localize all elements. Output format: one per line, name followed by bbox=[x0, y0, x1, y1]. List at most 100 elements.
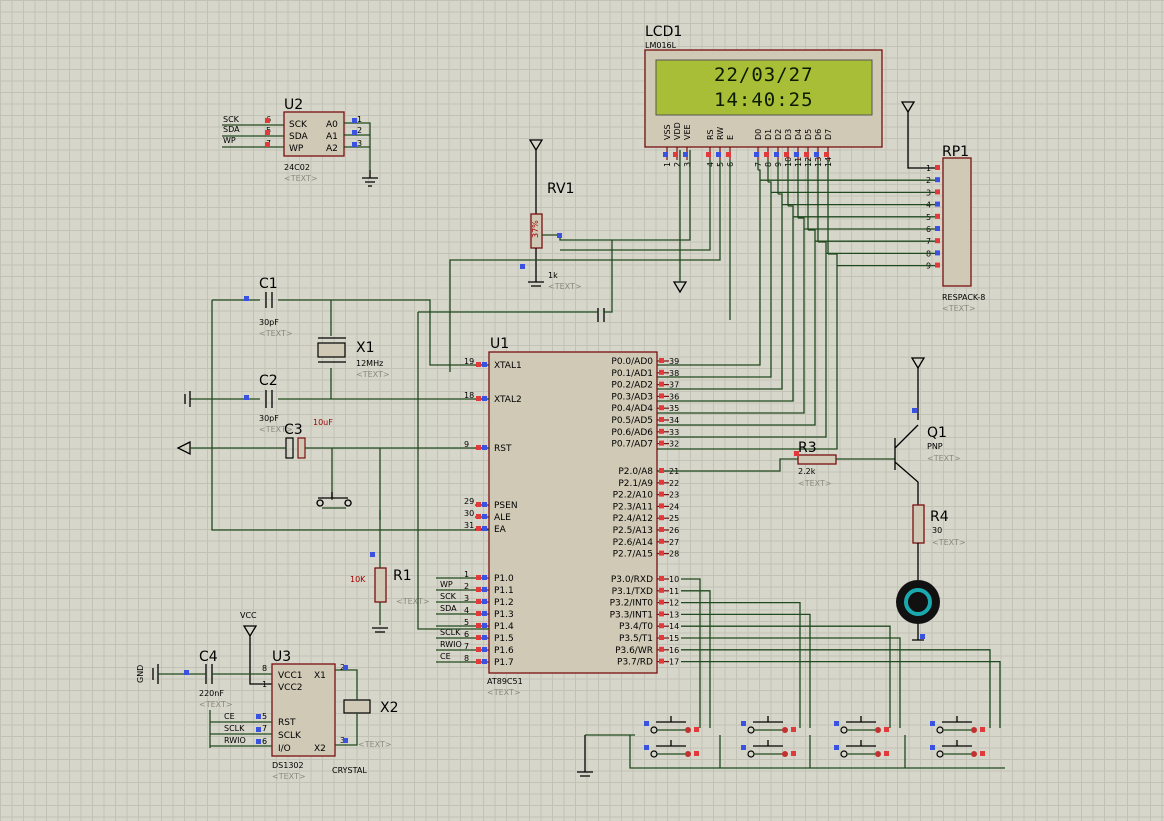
key-button-1-2[interactable] bbox=[747, 716, 788, 734]
vcc-arrow-icon bbox=[242, 625, 272, 685]
r1-ref: R1 bbox=[393, 568, 412, 584]
potentiometer-rv1[interactable]: RV1 37% 1k <TEXT> bbox=[528, 139, 691, 291]
r1-ground-icon bbox=[372, 627, 388, 633]
u3-num-5: 5 bbox=[262, 712, 267, 721]
rtc-u3[interactable]: VCC U3 VCC1 VCC2 RST SCLK I/O X1 X2 DS13… bbox=[136, 611, 399, 781]
rp1-pin-marker bbox=[935, 226, 940, 231]
rp1-pin-marker bbox=[935, 262, 940, 268]
x1-crystal-icon bbox=[317, 342, 346, 358]
r3-ref: R3 bbox=[798, 440, 817, 456]
u1-pin-name: P3.4/T0 bbox=[619, 622, 653, 632]
u1-pin-name: P2.1/A9 bbox=[618, 479, 653, 489]
u3-pin-rst: RST bbox=[278, 718, 296, 728]
clock-circuit[interactable]: C1 30pF <TEXT> C2 30pF <TEXT> X1 12MHz <… bbox=[176, 276, 489, 633]
eeprom-u2[interactable]: U2 SCK SDA WP A0 A1 A2 24C02 <TEXT> SCK … bbox=[222, 97, 378, 187]
lcd-pin-marker bbox=[804, 152, 809, 157]
u1-right-marker bbox=[659, 611, 664, 617]
data-bus-wires bbox=[449, 160, 935, 450]
lcd-pin-d7: D7 bbox=[824, 129, 833, 140]
u3-num-3: 3 bbox=[340, 736, 345, 745]
q1-transistor-icon bbox=[894, 357, 926, 505]
keypad-buttons[interactable] bbox=[650, 716, 977, 758]
rp1-ref: RP1 bbox=[942, 144, 969, 160]
key-button-1-4[interactable] bbox=[936, 716, 977, 734]
u3-pin-io: I/O bbox=[278, 744, 291, 754]
u1-right-marker bbox=[659, 417, 664, 422]
key-button-2-3[interactable] bbox=[840, 740, 881, 758]
u1-pin-name: P1.2 bbox=[494, 598, 514, 608]
u1-right-marker bbox=[659, 428, 664, 434]
key-button-1-1[interactable] bbox=[650, 716, 691, 734]
u1-left-marker bbox=[476, 396, 481, 401]
pin-marker bbox=[352, 130, 357, 135]
lcd-pin-marker bbox=[774, 152, 779, 157]
u3-num-8: 8 bbox=[262, 664, 267, 673]
u1-left-marker bbox=[476, 647, 481, 652]
u1-pin-name: P1.1 bbox=[494, 586, 514, 596]
u1-left-marker bbox=[476, 623, 481, 628]
key-marker bbox=[791, 727, 796, 732]
u1-left-marker bbox=[482, 635, 487, 640]
lcd-pin-marker bbox=[706, 152, 711, 157]
rv1-text-placeholder: <TEXT> bbox=[548, 282, 582, 291]
u3-pin-vcc2: VCC2 bbox=[278, 683, 302, 693]
u1-left-marker bbox=[476, 635, 481, 640]
u1-pin-name: P3.3/INT1 bbox=[610, 610, 653, 620]
u1-pin-name: ALE bbox=[494, 513, 511, 523]
u1-left-marker bbox=[476, 362, 481, 367]
key-button-2-4[interactable] bbox=[936, 740, 977, 758]
u1-pin-num: 27 bbox=[669, 538, 679, 547]
u1-left-marker bbox=[482, 514, 487, 519]
lcd-ground-arrow-icon bbox=[672, 281, 688, 294]
u1-left-marker bbox=[476, 659, 481, 664]
r4-text-placeholder: <TEXT> bbox=[932, 538, 966, 547]
gnd-symbol-icon bbox=[184, 391, 191, 407]
mcu-u1[interactable]: U1 XTAL119XTAL218RST9PSEN29ALE30EA31P1.0… bbox=[436, 336, 679, 697]
key-button-1-3[interactable] bbox=[840, 716, 881, 734]
lcd-pin-marker bbox=[683, 152, 688, 157]
u1-right-marker bbox=[659, 550, 664, 556]
u1-pin-name: PSEN bbox=[494, 501, 518, 511]
u1-left-marker bbox=[482, 659, 487, 664]
u1-pin-num: 14 bbox=[669, 622, 679, 631]
u2-model: 24C02 bbox=[284, 163, 310, 172]
u1-right-marker bbox=[659, 479, 664, 485]
lcd-pin-marker bbox=[764, 152, 769, 157]
u1-left-marker bbox=[482, 587, 487, 592]
pin-marker bbox=[256, 714, 261, 719]
u1-right-marker bbox=[659, 491, 664, 497]
rp1-vcc-arrow-icon bbox=[900, 101, 935, 169]
r4-value: 30 bbox=[932, 526, 942, 535]
lcd-line2: 14:40:25 bbox=[714, 89, 814, 111]
u1-pin-name: P3.7/RD bbox=[617, 658, 653, 668]
u2-num-1: 1 bbox=[357, 115, 362, 124]
key-marker bbox=[884, 727, 889, 732]
u1-pin-num: 7 bbox=[464, 642, 469, 651]
key-marker bbox=[930, 745, 935, 750]
pin-marker bbox=[244, 395, 249, 400]
u1-pin-num: 17 bbox=[669, 658, 679, 667]
u1-left-marker bbox=[482, 362, 487, 367]
port3-wires bbox=[585, 578, 1005, 769]
u1-pin-num: 5 bbox=[464, 618, 469, 627]
u3-pin-x2: X2 bbox=[314, 744, 326, 754]
u1-pin-name: P3.0/RXD bbox=[611, 575, 653, 585]
u3-num-2: 2 bbox=[340, 663, 345, 672]
u1-right-marker bbox=[659, 468, 664, 473]
key-button-2-1[interactable] bbox=[650, 740, 691, 758]
lcd-pin-rs: RS bbox=[706, 129, 715, 140]
key-marker bbox=[834, 721, 839, 726]
key-button-2-2[interactable] bbox=[747, 740, 788, 758]
c2-capacitor-icon bbox=[265, 390, 273, 408]
x2-crystal-icon bbox=[343, 699, 371, 714]
motor-driver[interactable]: R3 2.2k <TEXT> Q1 PNP <TEXT> R4 30 <TEXT… bbox=[657, 357, 966, 641]
lcd-display[interactable]: LCD1 LM016L <TEXT> 22/03/27 14:40:25 VSS… bbox=[644, 24, 883, 167]
key-marker bbox=[694, 727, 699, 732]
u1-left-marker bbox=[482, 396, 487, 401]
lcd-pin-marker bbox=[716, 152, 721, 157]
c2-value: 30pF bbox=[259, 414, 279, 423]
u1-pin-name: XTAL1 bbox=[494, 361, 522, 371]
x1-value: 12MHz bbox=[356, 359, 383, 368]
